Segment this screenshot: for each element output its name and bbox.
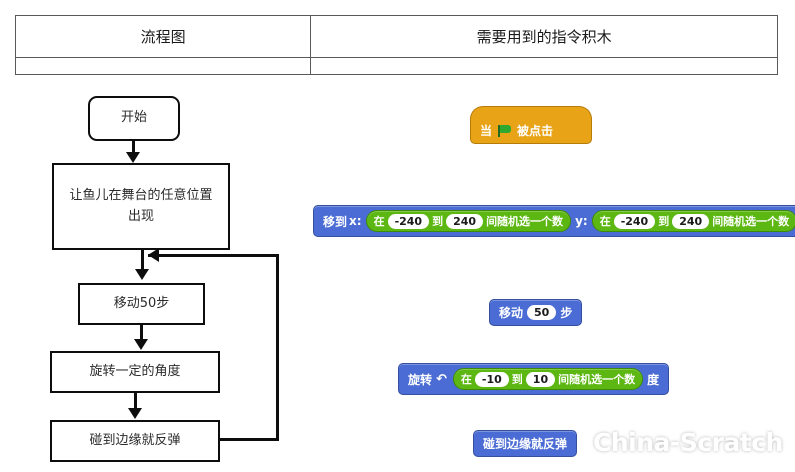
- header-table: 流程图 需要用到的指令积木: [14, 15, 778, 75]
- flow-node-start-label: 开始: [120, 110, 147, 126]
- scratch-block-pick-random-angle[interactable]: 在 -10 到 10 间随机选一个数: [452, 368, 644, 390]
- table-header-flowchart: 流程图: [14, 15, 312, 58]
- when-label: 当: [480, 124, 493, 138]
- move-steps-input[interactable]: 50: [527, 305, 557, 320]
- scratch-block-pick-random-x[interactable]: 在 -240 到 240 间随机选一个数: [365, 210, 572, 232]
- scratch-block-when-flag-clicked[interactable]: 当 被点击: [470, 106, 592, 144]
- loop-line-bottom: [220, 438, 279, 441]
- table-cell-flowchart-empty: [14, 57, 312, 75]
- table-cell-blocks-empty: [310, 57, 778, 75]
- table-header-blocks: 需要用到的指令积木: [310, 15, 778, 58]
- random-x-max-input[interactable]: 240: [446, 213, 484, 229]
- random-y-max-input[interactable]: 240: [672, 213, 710, 229]
- flow-node-spawn: 让鱼儿在舞台的任意位置出现: [52, 163, 230, 250]
- random-y-post-label: 间随机选一个数: [712, 215, 790, 228]
- arrowhead-spawn-move: [135, 269, 149, 280]
- random-x-post-label: 间随机选一个数: [486, 215, 564, 228]
- connector-spawn-move: [141, 250, 144, 270]
- random-y-min-input[interactable]: -240: [613, 213, 656, 229]
- random-x-min-input[interactable]: -240: [387, 213, 430, 229]
- connector-move-turn: [140, 325, 143, 340]
- table-header-row: 流程图 需要用到的指令积木: [14, 15, 778, 58]
- random-y-pre-label: 在: [599, 215, 611, 228]
- goto-prefix-label: 移到: [323, 214, 348, 229]
- flow-node-bounce-label: 碰到边缘就反弹: [89, 432, 181, 448]
- flow-node-spawn-label: 让鱼儿在舞台的任意位置出现: [69, 188, 213, 224]
- flowchart: 开始 让鱼儿在舞台的任意位置出现 移动50步 旋转一定的角度 碰到边缘就反弹: [0, 0, 300, 472]
- random-angle-mid-label: 到: [511, 373, 523, 386]
- goto-x-label: x:: [349, 214, 362, 228]
- goto-y-label: y:: [575, 214, 588, 228]
- scratch-block-turn-degrees[interactable]: 旋转 ↶ 在 -10 到 10 间随机选一个数 度: [398, 363, 670, 395]
- arrowhead-move-turn: [134, 339, 148, 350]
- flow-node-move-label: 移动50步: [113, 295, 170, 311]
- green-flag-icon: [498, 125, 512, 137]
- random-x-mid-label: 到: [432, 215, 444, 228]
- random-angle-post-label: 间随机选一个数: [558, 373, 636, 386]
- scratch-block-pick-random-y[interactable]: 在 -240 到 240 间随机选一个数: [591, 210, 795, 232]
- bounce-label: 碰到边缘就反弹: [483, 437, 568, 451]
- flow-node-turn-label: 旋转一定的角度: [89, 363, 181, 379]
- arrowhead-loop-return: [148, 248, 159, 262]
- connector-turn-bounce: [134, 393, 137, 409]
- random-y-mid-label: 到: [658, 215, 670, 228]
- hat-block-body: 当 被点击: [470, 118, 592, 144]
- flow-node-bounce: 碰到边缘就反弹: [50, 420, 220, 462]
- loop-line-top: [148, 254, 279, 257]
- arrowhead-turn-bounce: [128, 408, 142, 419]
- random-angle-pre-label: 在: [460, 373, 472, 386]
- arrowhead-start-spawn: [126, 152, 140, 163]
- random-x-pre-label: 在: [373, 215, 385, 228]
- flow-node-start: 开始: [88, 96, 180, 141]
- connector-start-spawn: [132, 141, 135, 153]
- clicked-label: 被点击: [517, 124, 554, 138]
- scratch-block-if-on-edge-bounce[interactable]: 碰到边缘就反弹: [473, 430, 578, 457]
- random-angle-max-input[interactable]: 10: [525, 371, 556, 387]
- flow-node-move: 移动50步: [78, 283, 205, 325]
- turn-right-icon: ↶: [436, 371, 447, 387]
- flow-node-turn: 旋转一定的角度: [50, 351, 220, 393]
- loop-line-right: [276, 254, 279, 440]
- scratch-block-go-to-xy[interactable]: 移到 x: 在 -240 到 240 间随机选一个数 y: 在 -240 到 2…: [313, 205, 795, 237]
- move-suffix-label: 步: [560, 306, 573, 320]
- turn-suffix-label: 度: [647, 372, 660, 387]
- move-prefix-label: 移动: [499, 306, 524, 320]
- watermark: China-Scratch: [593, 428, 783, 457]
- turn-prefix-label: 旋转: [408, 372, 433, 387]
- table-empty-row: [14, 57, 778, 75]
- scratch-block-move-steps[interactable]: 移动 50 步: [489, 299, 583, 326]
- random-angle-min-input[interactable]: -10: [474, 371, 509, 387]
